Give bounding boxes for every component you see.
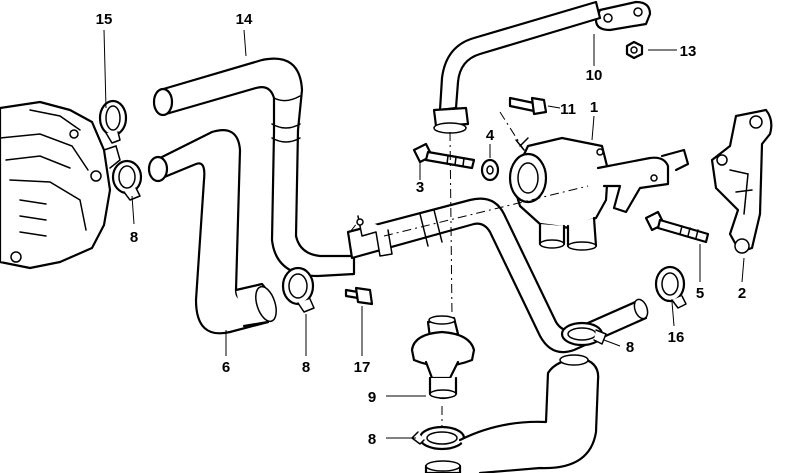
callouts: 15 14 8 10 13 11 1 4 3 5 2 16 6 8 17 8 9… — [96, 11, 747, 448]
connecting-pipe — [346, 197, 649, 354]
part-9-thermostat — [410, 315, 476, 400]
part-14-upper-hose — [152, 57, 356, 278]
leader-lines — [103, 29, 745, 439]
callout-1: 1 — [590, 99, 598, 116]
callout-2: 2 — [738, 285, 746, 302]
callout-4: 4 — [486, 127, 495, 144]
part-8-hose-clamp-right — [560, 321, 607, 347]
callout-16: 16 — [668, 329, 685, 346]
callout-13: 13 — [680, 43, 697, 60]
part-8-hose-clamp-bottom — [411, 425, 466, 451]
assembly-axes — [349, 111, 589, 426]
callout-17: 17 — [354, 359, 371, 376]
callout-10: 10 — [586, 67, 603, 84]
callout-8-left: 8 — [130, 229, 138, 246]
part-10-pipe-flange — [432, 0, 652, 134]
callout-9: 9 — [368, 389, 376, 406]
part-8-hose-clamp-left — [111, 159, 143, 201]
part-16-hose-clamp — [654, 265, 687, 309]
callout-14: 14 — [236, 11, 253, 28]
part-17-bolt — [344, 286, 374, 306]
part-11-bolt — [508, 96, 548, 116]
part-2-bracket — [710, 108, 773, 254]
callout-8-right: 8 — [626, 339, 634, 356]
callout-11: 11 — [560, 101, 576, 118]
part-5-bolt — [644, 210, 710, 244]
callout-6: 6 — [222, 359, 230, 376]
engine-block — [0, 100, 121, 270]
callout-15: 15 — [96, 11, 113, 28]
callout-5: 5 — [696, 285, 704, 302]
part-13-nut — [625, 40, 644, 60]
part-6-lower-hose — [147, 129, 277, 335]
callout-3: 3 — [416, 179, 424, 196]
callout-8-bottom: 8 — [368, 431, 376, 448]
part-1-valve-housing — [508, 136, 690, 251]
callout-8-middle: 8 — [302, 359, 310, 376]
part-8-hose-clamp-middle — [281, 266, 315, 313]
part-15-hose-clamp — [98, 99, 128, 144]
bottom-hose — [424, 354, 600, 473]
part-3-bolt — [412, 142, 476, 170]
part-4-washer — [480, 158, 500, 182]
